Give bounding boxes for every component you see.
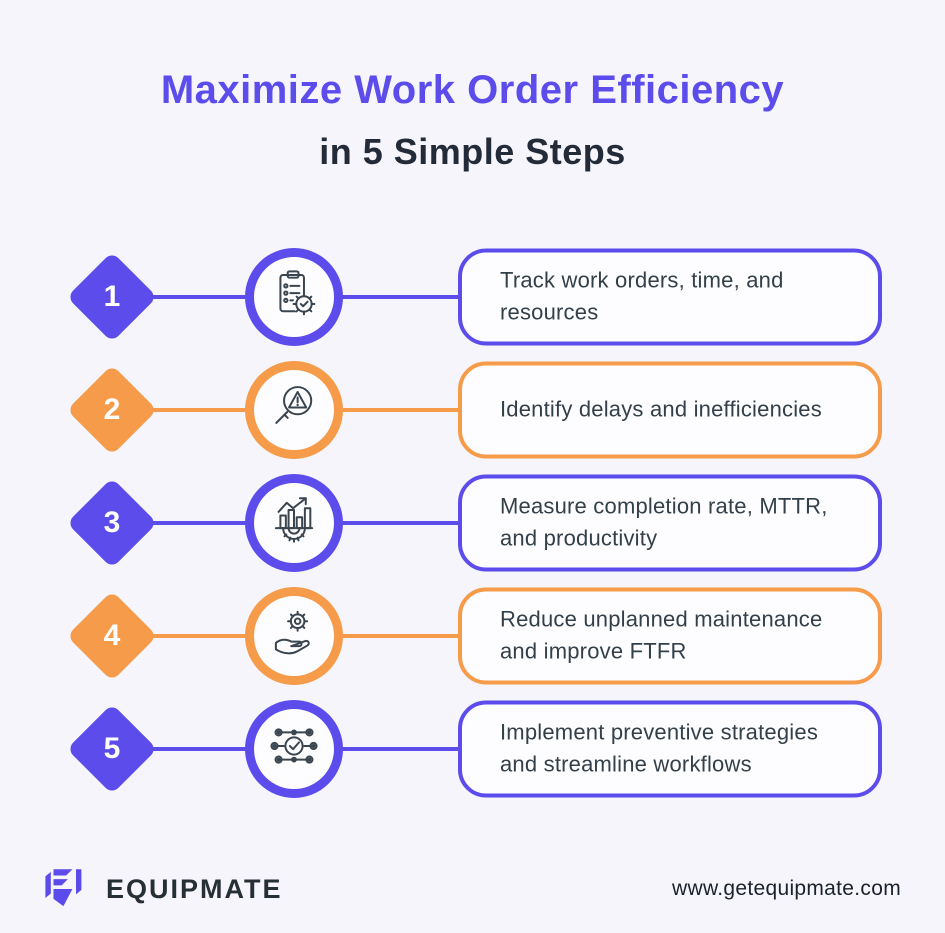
- steps-list: 1: [0, 240, 945, 805]
- step-row-2: 2: [0, 353, 945, 466]
- step-number: 1: [103, 279, 121, 313]
- hand-holding-gear-icon: [265, 604, 323, 667]
- connector-line: [340, 520, 462, 525]
- step-number-badge: 4: [66, 590, 158, 681]
- step-text: Identify delays and inefficiencies: [500, 396, 822, 422]
- step-number-badge: 2: [66, 364, 158, 455]
- title-block: Maximize Work Order Efficiency in 5 Simp…: [0, 0, 945, 173]
- step-icon-circle: [245, 586, 343, 685]
- page-title: Maximize Work Order Efficiency: [160, 68, 785, 112]
- step-text: Measure completion rate, MTTR, and produ…: [500, 493, 828, 551]
- step-number: 4: [103, 618, 121, 652]
- step-row-5: 5: [0, 692, 945, 805]
- step-number: 3: [103, 505, 121, 539]
- step-icon-circle: [245, 699, 343, 798]
- step-text-card: Implement preventive strategies and stre…: [458, 700, 882, 797]
- step-icon-circle: [245, 473, 343, 572]
- website-url: www.getequipmate.com: [672, 877, 901, 900]
- step-text-card: Identify delays and inefficiencies: [458, 361, 882, 458]
- step-number-badge: 3: [66, 477, 158, 568]
- connector-line: [340, 746, 462, 751]
- equipmate-logo-icon: [40, 861, 94, 917]
- brand-name: EQUIPMATE: [106, 873, 283, 904]
- step-row-4: 4: [0, 579, 945, 692]
- connector-line: [340, 633, 462, 638]
- step-text: Reduce unplanned maintenance and improve…: [500, 606, 823, 664]
- step-number-badge: 5: [66, 703, 158, 794]
- step-number-badge: 1: [66, 251, 158, 342]
- step-row-3: 3: [0, 466, 945, 579]
- connector-line: [147, 294, 249, 299]
- connector-line: [147, 407, 249, 412]
- page-subtitle: in 5 Simple Steps: [319, 131, 626, 172]
- step-text: Track work orders, time, and resources: [500, 267, 784, 325]
- step-number: 5: [103, 731, 121, 765]
- step-number: 2: [103, 392, 121, 426]
- step-text-card: Track work orders, time, and resources: [458, 248, 882, 345]
- bar-chart-gear-icon: [265, 491, 323, 554]
- footer: EQUIPMATE www.getequipmate.com: [40, 858, 901, 920]
- magnifier-warning-icon: [265, 378, 323, 441]
- connector-line: [147, 746, 249, 751]
- step-text: Implement preventive strategies and stre…: [500, 719, 819, 777]
- clipboard-checklist-gear-icon: [265, 265, 323, 328]
- step-icon-circle: [245, 360, 343, 459]
- connector-line: [340, 407, 462, 412]
- connector-line: [340, 294, 462, 299]
- step-text-card: Reduce unplanned maintenance and improve…: [458, 587, 882, 684]
- workflow-check-icon: [265, 717, 323, 780]
- brand: EQUIPMATE: [40, 861, 283, 917]
- step-row-1: 1: [0, 240, 945, 353]
- connector-line: [147, 520, 249, 525]
- step-icon-circle: [245, 247, 343, 346]
- step-text-card: Measure completion rate, MTTR, and produ…: [458, 474, 882, 571]
- connector-line: [147, 633, 249, 638]
